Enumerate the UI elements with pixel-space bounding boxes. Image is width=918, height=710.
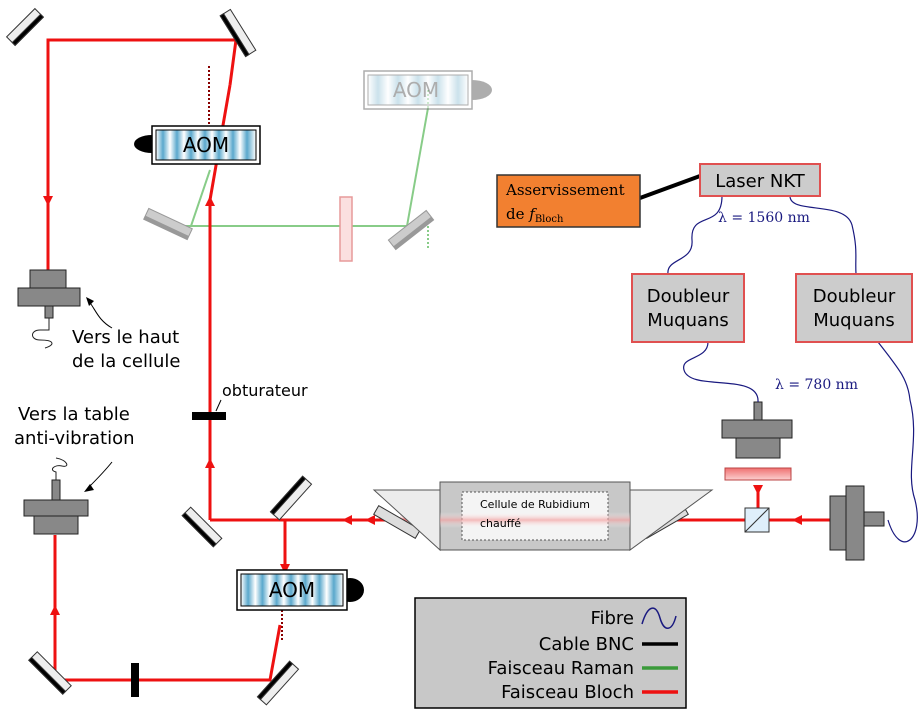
laser-nkt-label: Laser NKT: [715, 171, 806, 192]
doubler-left-line2: Muquans: [647, 310, 729, 331]
legend-bnc-label: Cable BNC: [539, 634, 634, 655]
servo-box: Asservissement de fBloch: [496, 174, 641, 228]
vers-table-line2: anti-vibration: [14, 428, 135, 449]
shutter-bottom: [131, 663, 139, 697]
mirror-raman-left: [143, 207, 193, 241]
aom-top-label: AOM: [183, 133, 229, 157]
fiber-coupler-right: [829, 485, 885, 561]
mirror-cell-left: [373, 504, 421, 540]
servo-label-line2: de fBloch: [506, 205, 564, 225]
bnc-cable: [639, 174, 701, 200]
mirror-raman-right: [387, 209, 435, 251]
obturateur-label: obturateur: [222, 381, 308, 400]
mirror-top-right: [219, 8, 257, 58]
filter-red: [724, 467, 792, 481]
doubler-right-line2: Muquans: [813, 310, 895, 331]
cell-label-line2: chauffé: [480, 517, 521, 530]
legend-raman-label: Faisceau Raman: [488, 658, 634, 679]
beamsplitter-cube: [744, 507, 770, 533]
doubler-right-line1: Doubleur: [813, 286, 896, 307]
shutter-obturateur: [192, 412, 226, 420]
vers-haut-pointer: [87, 299, 113, 329]
doubler-right-box: Doubleur Muquans: [795, 273, 913, 343]
mirror-bottom-right: [256, 660, 300, 706]
vers-haut-line1: Vers le haut: [72, 327, 179, 348]
fibers: [667, 195, 918, 543]
legend-bloch-label: Faisceau Bloch: [501, 682, 634, 703]
beam-arrows: [43, 196, 802, 615]
waveplate: [339, 196, 353, 262]
aom-raman-label: AOM: [393, 78, 439, 102]
aom-raman: AOM: [363, 70, 492, 110]
mirror-mid-right: [269, 475, 313, 521]
fiber-coupler-table: [23, 457, 89, 535]
servo-label-f: f: [528, 205, 537, 223]
aom-bottom-label: AOM: [269, 578, 315, 602]
laser-nkt-box: Laser NKT: [699, 163, 821, 197]
servo-label-sub: Bloch: [535, 214, 564, 225]
vers-table-line1: Vers la table: [18, 404, 130, 425]
fiber-coupler-top: [17, 269, 81, 349]
doubler-left-line1: Doubleur: [647, 286, 730, 307]
legend-fibre-label: Fibre: [590, 608, 634, 629]
lambda-780-label: λ = 780 nm: [775, 377, 858, 393]
aom-bottom: AOM: [236, 569, 364, 611]
fiber-coupler-cell: [721, 401, 793, 459]
servo-label-line1: Asservissement: [505, 181, 625, 199]
servo-label-prefix: de: [506, 205, 529, 223]
vers-haut-line2: de la cellule: [72, 351, 180, 372]
fiber-wave-icon: [641, 607, 677, 629]
rubidium-cell: Cellule de Rubidium chauffé: [372, 481, 714, 552]
mirror-bottom-left: [28, 651, 72, 695]
doubler-left-box: Doubleur Muquans: [631, 273, 745, 343]
vers-table-pointer: [87, 461, 113, 489]
cell-label-line1: Cellule de Rubidium: [480, 498, 590, 511]
mirror-mid-left: [181, 506, 223, 548]
lambda-1560-label: λ = 1560 nm: [718, 210, 810, 226]
legend: Fibre Cable BNC Faisceau Raman Faisceau …: [414, 597, 687, 709]
aom-top: AOM: [134, 125, 261, 165]
mirror-top-left: [5, 7, 45, 47]
raman-beam: [165, 90, 429, 250]
